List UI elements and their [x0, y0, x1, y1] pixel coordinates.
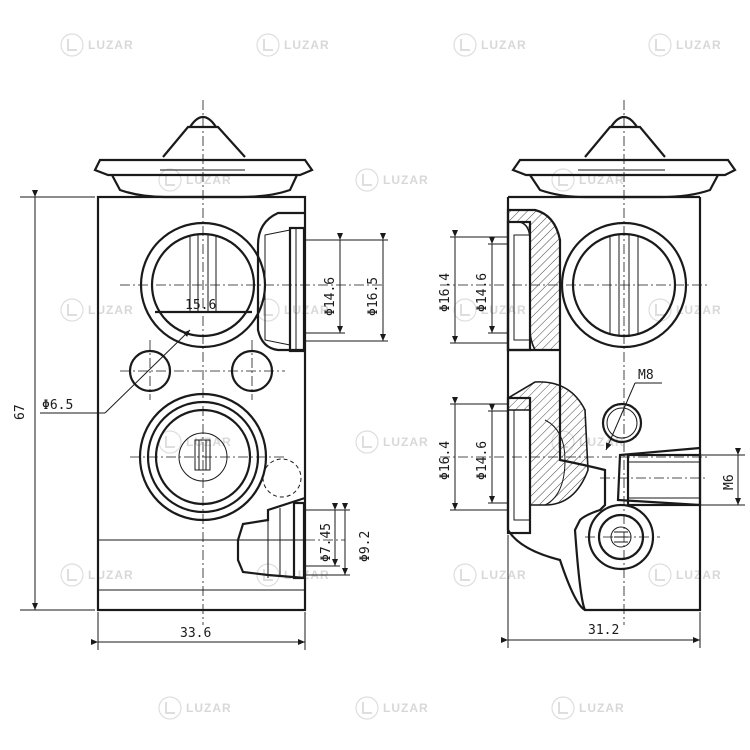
watermark-text: LUZAR: [383, 435, 429, 449]
watermark-text: LUZAR: [481, 568, 527, 582]
watermark-text: LUZAR: [284, 38, 330, 52]
watermark-text: LUZAR: [676, 38, 722, 52]
watermark-text: LUZAR: [88, 303, 134, 317]
dim-small-inner-label: Φ7.45: [319, 523, 334, 562]
valve-body: [96, 195, 307, 612]
watermark-text: LUZAR: [676, 303, 722, 317]
dim-bore: 15.6: [155, 298, 252, 313]
watermark-layer: LUZAR LUZAR LUZAR LUZAR LUZAR LUZAR LUZA…: [60, 33, 722, 720]
watermark-text: LUZAR: [481, 38, 527, 52]
watermark-text: LUZAR: [579, 173, 625, 187]
section-hatch-lower: [507, 381, 589, 506]
threaded-hole-m8: [601, 402, 643, 444]
threaded-port-m6: [616, 446, 702, 507]
watermark-text: LUZAR: [186, 173, 232, 187]
dim-bore-label: 15.6: [185, 298, 216, 313]
right-view: 31.2 Φ16.4 Φ14.6 Φ16.4 Φ14.6: [438, 100, 745, 648]
watermark-text: LUZAR: [88, 568, 134, 582]
dim-lower-port: Φ16.4 Φ14.6: [438, 397, 508, 511]
dim-m6-label: M6: [722, 474, 737, 490]
dim-height: 67: [13, 190, 95, 611]
watermark-text: LUZAR: [284, 303, 330, 317]
outlet-port: [256, 211, 306, 353]
dim-width: 31.2: [501, 535, 701, 648]
dim-width-label: 31.2: [588, 623, 619, 638]
dim-small-outer-label: Φ9.2: [358, 531, 373, 562]
dim-m6: M6: [700, 448, 745, 506]
dim-height-label: 67: [13, 404, 28, 420]
left-view: 67 33.6 15.6 Φ6.5 Φ14.6 Φ16.5: [13, 100, 388, 650]
dim-upper-inner-label: Φ14.6: [475, 273, 490, 312]
watermark-text: LUZAR: [383, 173, 429, 187]
watermark-text: LUZAR: [383, 701, 429, 715]
section-hatch-upper: [507, 209, 561, 351]
dim-width-label: 33.6: [180, 626, 211, 641]
dim-width: 33.6: [91, 612, 306, 650]
small-port: [236, 458, 306, 580]
dim-upper-outer-label: Φ16.4: [438, 273, 453, 312]
watermark-text: LUZAR: [579, 701, 625, 715]
dim-m8-label: M8: [638, 368, 654, 383]
dim-outlet: Φ14.6 Φ16.5: [305, 233, 388, 342]
watermark-text: LUZAR: [676, 568, 722, 582]
dim-outlet-outer-label: Φ16.5: [366, 277, 381, 316]
dim-small-port: Φ7.45 Φ9.2: [305, 503, 373, 576]
watermark-text: LUZAR: [186, 701, 232, 715]
dim-outlet-inner-label: Φ14.6: [323, 277, 338, 316]
dim-lower-outer-label: Φ16.4: [438, 441, 453, 480]
dim-m8: M8: [605, 368, 662, 451]
dim-lower-inner-label: Φ14.6: [475, 441, 490, 480]
watermark-text: LUZAR: [88, 38, 134, 52]
dim-upper-port: Φ16.4 Φ14.6: [438, 230, 508, 344]
dim-hole-label: Φ6.5: [42, 398, 73, 413]
dim-hole: Φ6.5: [40, 329, 191, 414]
watermark-text: LUZAR: [186, 435, 232, 449]
